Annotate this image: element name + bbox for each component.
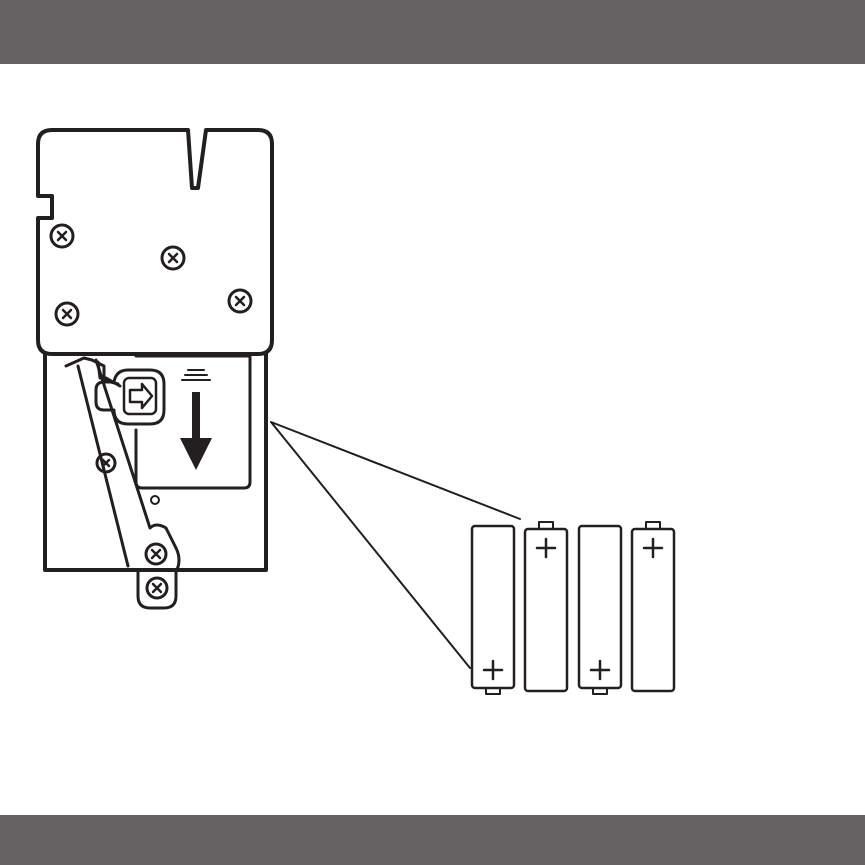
screw-icon xyxy=(97,454,115,472)
footer-bar xyxy=(0,815,865,865)
screw-icon xyxy=(147,578,167,598)
callout-lines xyxy=(271,422,520,668)
battery-2 xyxy=(525,522,567,691)
screw-icon xyxy=(146,544,166,564)
battery-3 xyxy=(579,526,621,694)
battery-4 xyxy=(632,522,674,691)
down-arrow-icon xyxy=(180,392,212,470)
upper-plate xyxy=(38,130,272,354)
indicator-hole xyxy=(151,496,159,504)
cover-grip-lines xyxy=(182,370,210,380)
battery-1 xyxy=(472,526,514,694)
